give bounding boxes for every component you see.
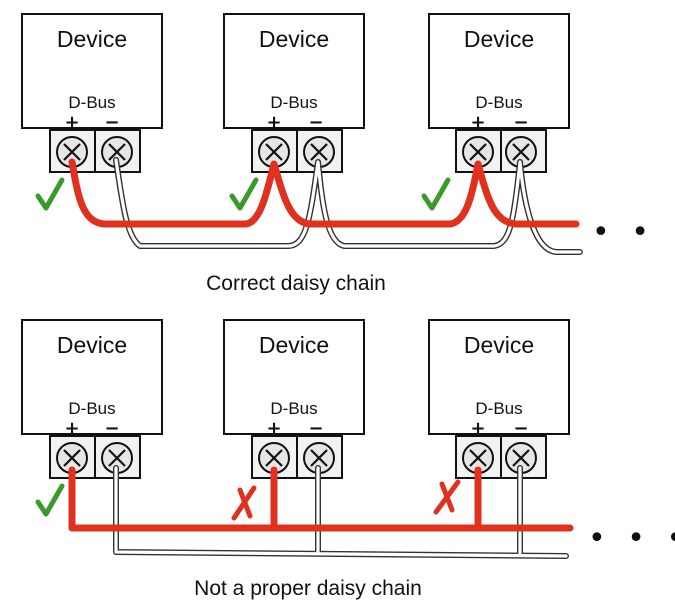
- device-title: Device: [464, 332, 534, 358]
- check-icon: [421, 177, 451, 211]
- positive-wire-top: [68, 158, 580, 228]
- caption-correct: Correct daisy chain: [206, 272, 386, 295]
- screw-plus-icon: [56, 136, 88, 168]
- check-icon: [229, 177, 259, 211]
- device-title: Device: [57, 332, 127, 358]
- dbus-label: D-Bus: [270, 93, 317, 112]
- caption-incorrect: Not a proper daisy chain: [194, 577, 422, 600]
- device-box: [223, 319, 365, 435]
- check-icon: [35, 177, 65, 211]
- plus-label: +: [266, 418, 281, 439]
- positive-wire-bottom: [68, 466, 574, 532]
- plus-label: +: [470, 418, 485, 439]
- device-title: Device: [259, 332, 329, 358]
- screw-plus-icon: [56, 442, 88, 474]
- screw-plus-icon: [462, 442, 494, 474]
- screw-minus-icon: [101, 136, 133, 168]
- device-title: Device: [57, 26, 127, 52]
- plus-label: +: [64, 112, 79, 133]
- top-panel: Device D-Bus + − Device D-Bus + −: [21, 13, 675, 295]
- check-icon: [35, 483, 65, 517]
- device-title: Device: [259, 26, 329, 52]
- negative-wire-bottom: [113, 465, 569, 559]
- device-top-3: Device D-Bus + −: [428, 13, 570, 173]
- device-top-2: Device D-Bus + −: [223, 13, 365, 173]
- device-bottom-1: Device D-Bus + −: [21, 319, 163, 479]
- minus-label: −: [308, 112, 323, 133]
- dbus-label: D-Bus: [270, 399, 317, 418]
- minus-label: −: [513, 112, 528, 133]
- device-bottom-2: Device D-Bus + −: [223, 319, 365, 479]
- plus-label: +: [266, 112, 281, 133]
- device-top-1: Device D-Bus + −: [21, 13, 163, 173]
- device-box: [21, 13, 163, 129]
- device-box: [428, 319, 570, 435]
- dbus-label: D-Bus: [475, 399, 522, 418]
- dbus-label: D-Bus: [68, 399, 115, 418]
- minus-label: −: [513, 418, 528, 439]
- minus-label: −: [104, 418, 119, 439]
- bottom-panel: Device D-Bus + − Device D-Bus + −: [21, 319, 675, 600]
- dbus-label: D-Bus: [475, 93, 522, 112]
- dbus-label: D-Bus: [68, 93, 115, 112]
- minus-label: −: [104, 112, 119, 133]
- device-title: Device: [464, 26, 534, 52]
- screw-minus-icon: [505, 442, 537, 474]
- screw-minus-icon: [303, 442, 335, 474]
- device-box: [21, 319, 163, 435]
- screw-minus-icon: [303, 136, 335, 168]
- plus-label: +: [470, 112, 485, 133]
- plus-label: +: [64, 418, 79, 439]
- cross-icon: [433, 479, 461, 515]
- device-box: [223, 13, 365, 129]
- continuation-dots: • • •: [592, 215, 675, 250]
- device-bottom-3: Device D-Bus + −: [428, 319, 570, 479]
- minus-label: −: [308, 418, 323, 439]
- cross-icon: [231, 485, 257, 521]
- continuation-dots: • • •: [588, 521, 675, 556]
- device-box: [428, 13, 570, 129]
- negative-wire-top: [113, 157, 583, 255]
